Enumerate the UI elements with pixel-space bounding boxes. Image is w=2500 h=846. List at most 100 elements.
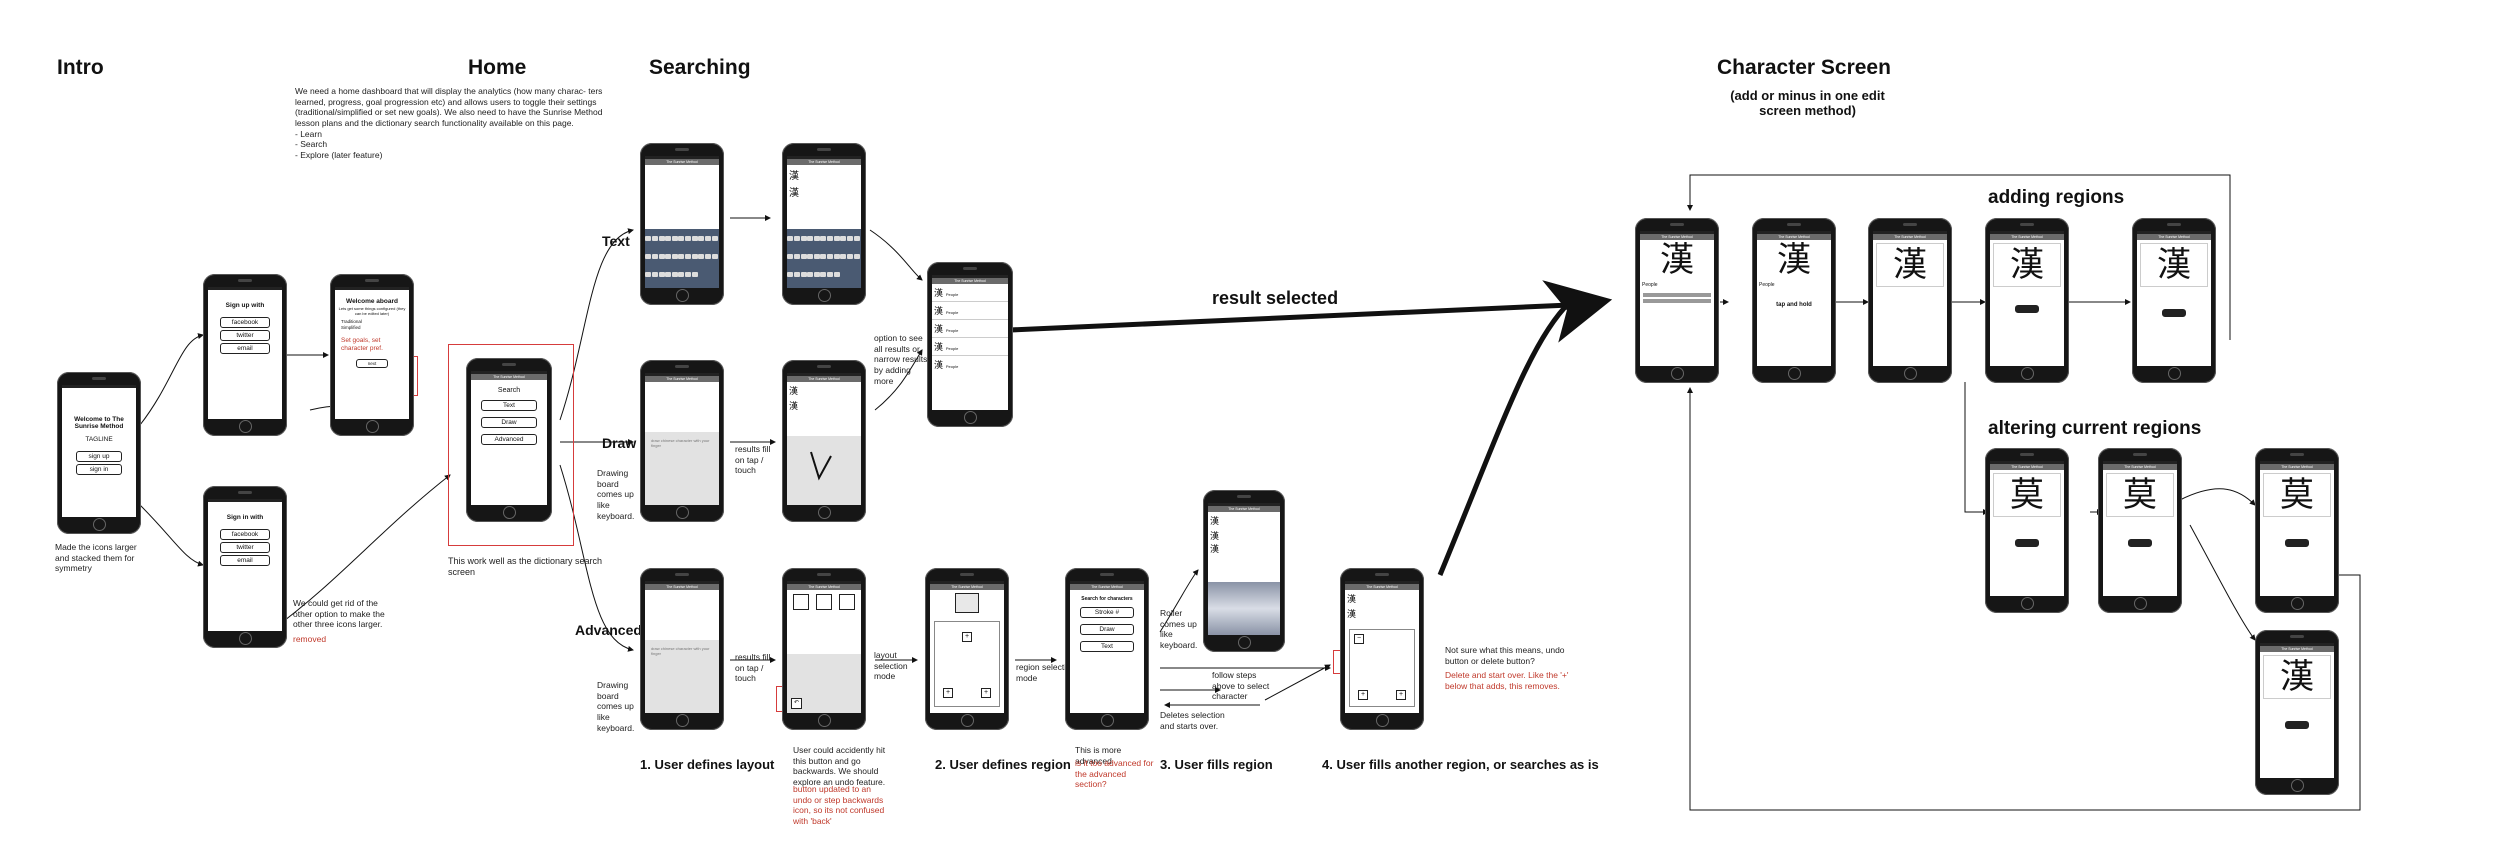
tap-and-hold-text: tap and hold	[1776, 302, 1812, 308]
region-mode-note: region selection mode	[1016, 662, 1076, 683]
result-character[interactable]: 漢	[789, 188, 799, 199]
sign-in-button[interactable]: sign in	[75, 464, 123, 475]
phone-stroke-roller: The Sunrise Method 漢 漢 漢	[1203, 490, 1285, 652]
phone-welcome-aboard: Welcome aboard Lets get some things conf…	[330, 274, 414, 436]
twitter-button[interactable]: twitter	[220, 542, 270, 553]
phone-edit-character: The Sunrise Method 漢	[1868, 218, 1952, 383]
result-row[interactable]: 漢 People	[932, 284, 1008, 302]
roller-note: Roller comes up like keyboard.	[1160, 608, 1198, 650]
character-glyph: 漢	[1660, 240, 1694, 280]
result-character[interactable]: 漢	[789, 171, 799, 182]
welcome-text: Welcome to The Sunrise Method	[74, 416, 124, 430]
app-title-bar: The Sunrise Method	[1345, 584, 1419, 590]
done-button[interactable]	[2161, 309, 2187, 317]
stroke-count-button[interactable]: Stroke #	[1080, 607, 1134, 618]
layout-preview	[955, 593, 979, 613]
drawing-board[interactable]: ↶	[787, 653, 861, 713]
result-character[interactable]: 漢	[1210, 545, 1220, 555]
result-character[interactable]: 漢	[789, 387, 799, 397]
draw-search-button[interactable]: Draw	[481, 417, 537, 428]
result-character[interactable]: 漢	[1347, 610, 1357, 620]
twitter-button[interactable]: twitter	[220, 330, 270, 341]
too-advanced-note: is it too advanced for the advanced sect…	[1075, 758, 1154, 790]
add-region-icon[interactable]: +	[981, 688, 991, 698]
app-title-bar: The Sunrise Method	[1873, 234, 1947, 240]
add-region-icon[interactable]: +	[1396, 690, 1406, 700]
sign-up-with-text: Sign up with	[225, 302, 265, 309]
step-4-label: 4. User fills another region, or searche…	[1322, 757, 1599, 772]
next-button[interactable]: next	[356, 358, 388, 368]
step-1-label: 1. User defines layout	[640, 757, 775, 772]
app-title-bar: The Sunrise Method	[645, 376, 719, 382]
delete-region-icon[interactable]: −	[1354, 634, 1364, 644]
result-character[interactable]: 漢	[789, 402, 799, 412]
app-title-bar: The Sunrise Method	[1990, 464, 2064, 470]
character-screen-title: Character Screen	[1717, 56, 1891, 79]
layout-option[interactable]	[839, 594, 856, 610]
results-advanced-note: results fill on tap / touch	[735, 652, 771, 684]
simplified-option[interactable]: Simplified	[341, 325, 361, 330]
phone-advanced-board: The Sunrise Method draw chinese characte…	[640, 568, 724, 730]
aboard-sub-text: Lets get some things configured (they ca…	[338, 306, 406, 316]
phone-draw-board: The Sunrise Method draw chinese characte…	[640, 360, 724, 522]
result-character[interactable]: 漢	[1210, 532, 1220, 542]
add-region-icon[interactable]: +	[1358, 690, 1368, 700]
draw-search-button[interactable]: Draw	[1080, 624, 1134, 635]
stroke-roller-picker[interactable]	[1208, 582, 1280, 635]
character-glyph[interactable]: 莫	[1993, 473, 2061, 517]
traditional-option[interactable]: Traditional	[341, 319, 362, 324]
undo-icon[interactable]: ↶	[791, 698, 802, 709]
text-search-button[interactable]: Text	[481, 400, 537, 411]
searching-title: Searching	[649, 56, 751, 79]
altering-regions-label: altering current regions	[1988, 418, 2202, 439]
result-row[interactable]: 漢 People	[932, 320, 1008, 338]
email-button[interactable]: email	[220, 343, 270, 354]
drawing-board[interactable]	[787, 436, 861, 505]
result-character: 漢	[934, 361, 944, 371]
done-button[interactable]	[2284, 539, 2310, 547]
email-button[interactable]: email	[220, 555, 270, 566]
facebook-button[interactable]: facebook	[220, 317, 270, 328]
add-region-icon[interactable]: +	[943, 688, 953, 698]
advanced-label: Advanced	[575, 622, 642, 638]
phone-layout-select: The Sunrise Method ↶	[782, 568, 866, 730]
result-row[interactable]: 漢 People	[932, 302, 1008, 320]
layout-option[interactable]	[792, 594, 809, 610]
character-glyph[interactable]: 漢	[1777, 240, 1811, 280]
text-search-button[interactable]: Text	[1080, 641, 1134, 652]
layout-option[interactable]	[815, 594, 832, 610]
follow-steps-note: follow steps above to select character	[1212, 670, 1270, 702]
done-button[interactable]	[2014, 305, 2040, 313]
done-button[interactable]	[2127, 539, 2153, 547]
character-glyph[interactable]: 漢	[2263, 655, 2331, 699]
phone-region-select: The Sunrise Method + + +	[925, 568, 1009, 730]
app-title-bar: The Sunrise Method	[1070, 584, 1144, 590]
app-title-bar: The Sunrise Method	[1640, 234, 1714, 240]
character-glyph[interactable]: 莫	[2263, 473, 2331, 517]
keyboard[interactable]	[645, 228, 719, 288]
more-advanced-note: This is more advanced	[1075, 745, 1122, 766]
advanced-search-button[interactable]: Advanced	[481, 434, 537, 445]
phone-tap-hold: The Sunrise Method 漢 People tap and hold	[1752, 218, 1836, 383]
character-glyph[interactable]: 漢	[1876, 243, 1944, 287]
result-row[interactable]: 漢 People	[932, 356, 1008, 373]
app-title-bar: The Sunrise Method	[1757, 234, 1831, 240]
done-button[interactable]	[2284, 721, 2310, 729]
result-character[interactable]: 漢	[1210, 517, 1220, 527]
phone-text-keyboard: The Sunrise Method	[640, 143, 724, 305]
character-glyph[interactable]: 漢	[2140, 243, 2208, 287]
character-glyph[interactable]: 莫	[2106, 473, 2174, 517]
done-button[interactable]	[2014, 539, 2040, 547]
result-character[interactable]: 漢	[1347, 595, 1357, 605]
intro-title: Intro	[57, 56, 104, 79]
keyboard[interactable]	[787, 228, 861, 288]
character-glyph[interactable]: 漢	[1993, 243, 2061, 287]
sign-in-with-text: Sign in with	[226, 514, 264, 521]
draw-label: Draw	[602, 435, 637, 451]
phone-alter-region-3: The Sunrise Method 莫	[2255, 448, 2339, 613]
sign-up-button[interactable]: sign up	[75, 451, 123, 462]
add-region-icon[interactable]: +	[962, 632, 972, 642]
result-row[interactable]: 漢 People	[932, 338, 1008, 356]
facebook-button[interactable]: facebook	[220, 529, 270, 540]
